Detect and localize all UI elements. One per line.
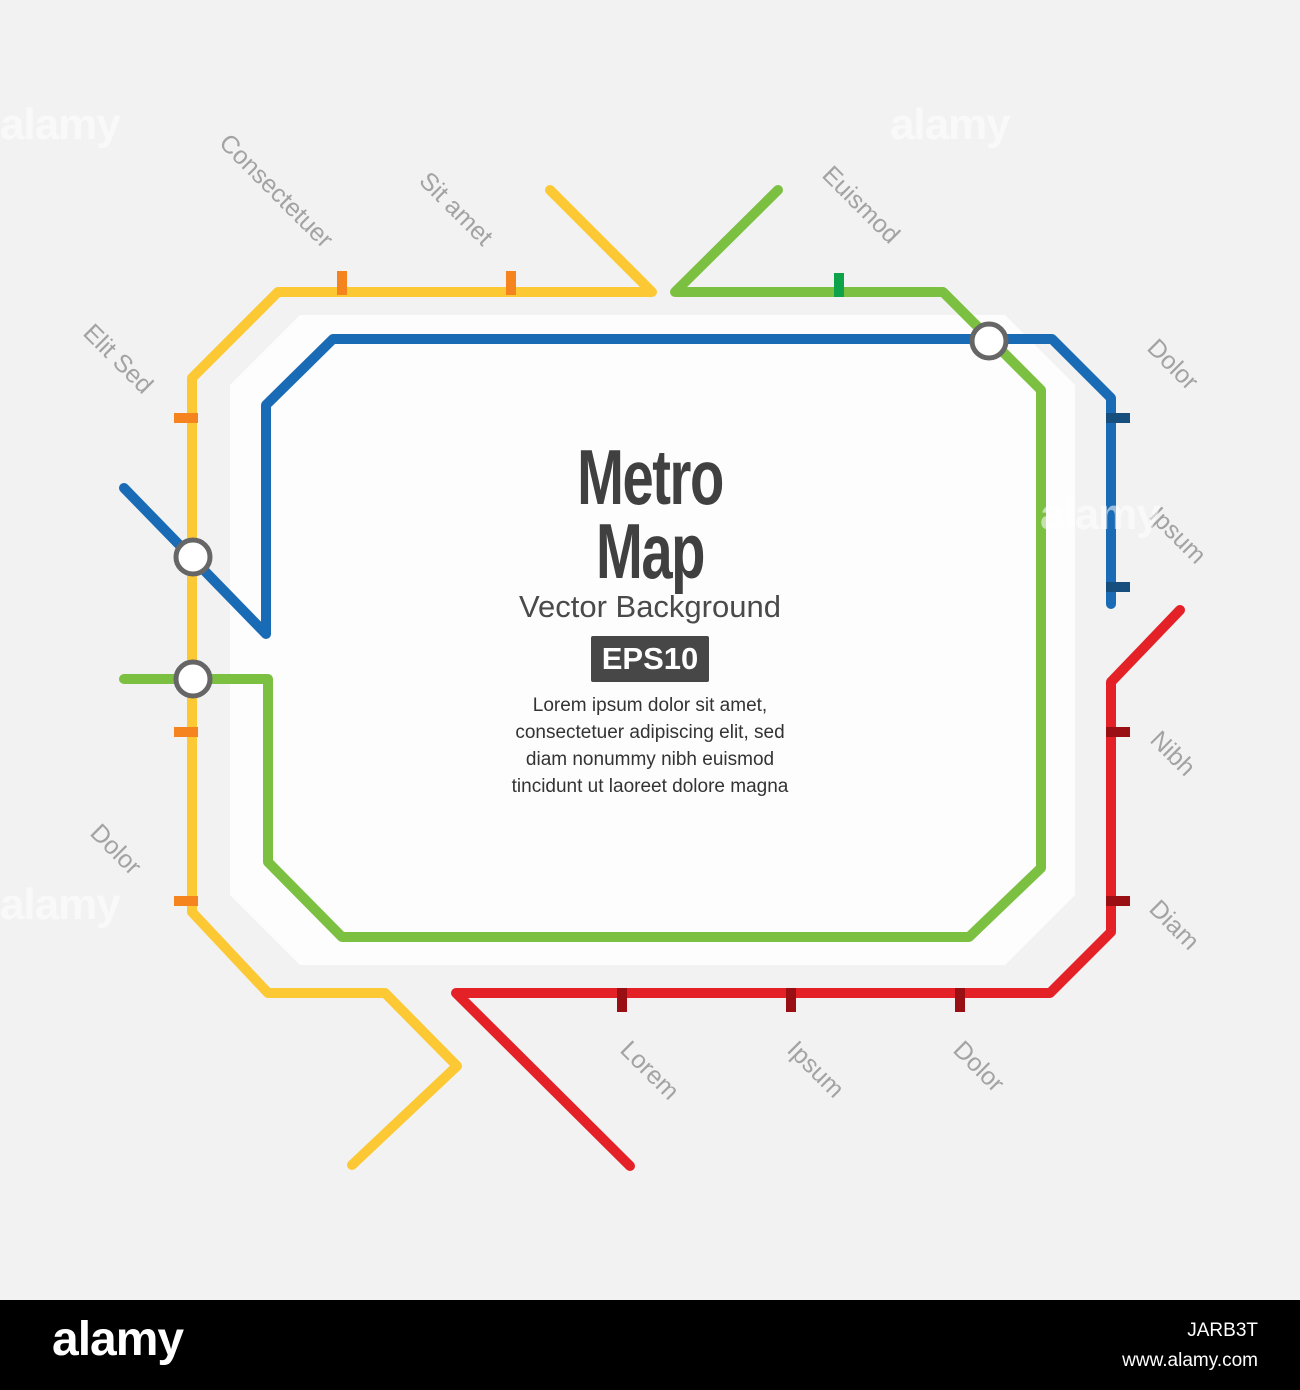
station-tick [1106, 582, 1130, 592]
transfer-station-icon [173, 537, 213, 577]
description-line: diam nonummy nibh euismod [525, 749, 775, 770]
transfer-station-icon [969, 321, 1009, 361]
watermark: alamy [1040, 490, 1161, 539]
alamy-logo: alamy [52, 1313, 184, 1366]
watermark: alamy [890, 100, 1011, 149]
footer-bar: alamy JARB3T www.alamy.com [0, 1300, 1300, 1390]
station-tick [506, 271, 516, 295]
image-id: JARB3T [1187, 1320, 1258, 1341]
station-tick [1106, 413, 1130, 423]
title-block: Metro Map Vector Background EPS10 Lorem … [440, 433, 860, 800]
watermark: alamy [0, 100, 121, 149]
station-tick [1106, 896, 1130, 906]
title-line-1: Metro [577, 433, 724, 521]
watermark: alamy [0, 880, 121, 929]
station-tick [834, 273, 844, 297]
description-line: tincidunt ut laoreet dolore magna [511, 776, 789, 797]
station-tick [337, 271, 347, 295]
station-tick [617, 988, 627, 1012]
description-line: consectetuer adipiscing elit, sed [515, 722, 785, 743]
green-line [119, 185, 1046, 942]
station-tick [174, 413, 198, 423]
footer-url[interactable]: www.alamy.com [1122, 1350, 1258, 1371]
station-tick [174, 896, 198, 906]
eps-badge: EPS10 [590, 636, 710, 682]
station-tick [786, 988, 796, 1012]
yellow-line [187, 185, 657, 1170]
transfer-station-icon [173, 659, 213, 699]
station-tick [1106, 727, 1130, 737]
metro-map-diagram: Consectetuer Sit amet Euismod Elit Sed D… [0, 100, 1212, 1171]
blue-line [119, 334, 1116, 639]
description-line: Lorem ipsum dolor sit amet, [532, 695, 768, 716]
title-line-2: Map [596, 507, 705, 595]
station-tick [955, 988, 965, 1012]
station-tick [174, 727, 198, 737]
description-text: Lorem ipsum dolor sit amet, consectetuer… [440, 692, 860, 800]
subtitle: Vector Background [519, 589, 781, 624]
red-line [451, 605, 1185, 1171]
